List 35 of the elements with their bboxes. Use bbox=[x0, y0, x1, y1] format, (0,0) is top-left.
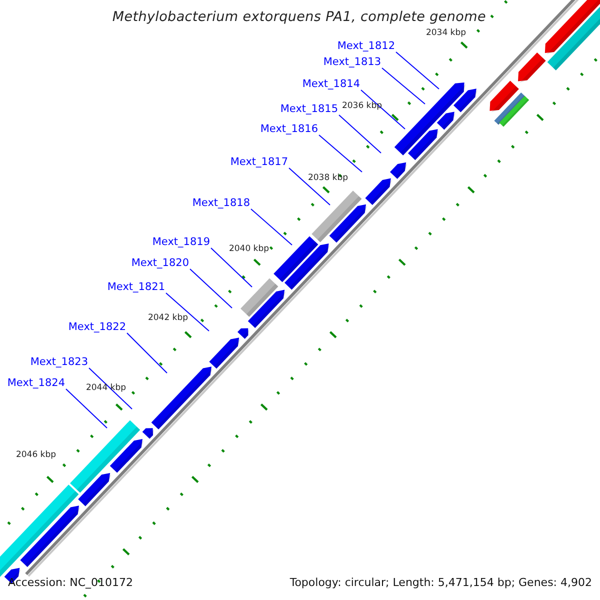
gene-label: Mext_1822 bbox=[68, 320, 126, 334]
gene-label: Mext_1821 bbox=[107, 280, 165, 294]
gene-label: Mext_1823 bbox=[30, 356, 88, 368]
gene-label: Mext_1815 bbox=[280, 102, 338, 116]
scale-label: 2044 kbp bbox=[86, 382, 126, 394]
scale-label: 2042 kbp bbox=[148, 312, 188, 324]
gene-label: Mext_1819 bbox=[152, 236, 210, 248]
leader-line bbox=[166, 292, 210, 332]
leader-line bbox=[382, 68, 426, 104]
gene-label: Mext_1817 bbox=[230, 156, 288, 168]
gene-label: Mext_1814 bbox=[302, 78, 360, 90]
gene-label: Mext_1813 bbox=[323, 56, 381, 68]
leader-line bbox=[338, 114, 382, 154]
gene-label: Mext_1824 bbox=[7, 376, 65, 390]
leader-line bbox=[396, 52, 440, 90]
leader-line bbox=[250, 208, 292, 246]
leader-line bbox=[210, 248, 252, 288]
scale-label: 2046 kbp bbox=[16, 450, 56, 460]
accession-text: Accession: NC_010172 bbox=[8, 576, 134, 588]
scale-label: 2034 kbp bbox=[426, 28, 466, 38]
scale-label: 2038 kbp bbox=[308, 172, 348, 184]
scale-label: 2040 kbp bbox=[228, 244, 270, 254]
leader-line bbox=[126, 332, 168, 374]
genome-stats-text: Topology: circular; Length: 5,471,154 bp; Genes: 4,902 bbox=[290, 576, 592, 588]
genome-title: Methylobacterium extorquens PA1, complete genome bbox=[112, 9, 486, 25]
leader-line bbox=[318, 134, 362, 172]
gene-label: Mext_1812 bbox=[337, 40, 395, 52]
gene-label: Mext_1818 bbox=[192, 196, 250, 210]
gene-label: Mext_1820 bbox=[131, 256, 189, 270]
leader-line bbox=[88, 368, 132, 410]
leader-line bbox=[360, 90, 406, 130]
gene-label: Mext_1816 bbox=[260, 122, 318, 136]
leader-line bbox=[288, 168, 330, 206]
leader-line bbox=[190, 268, 232, 308]
leader-line bbox=[66, 388, 108, 428]
